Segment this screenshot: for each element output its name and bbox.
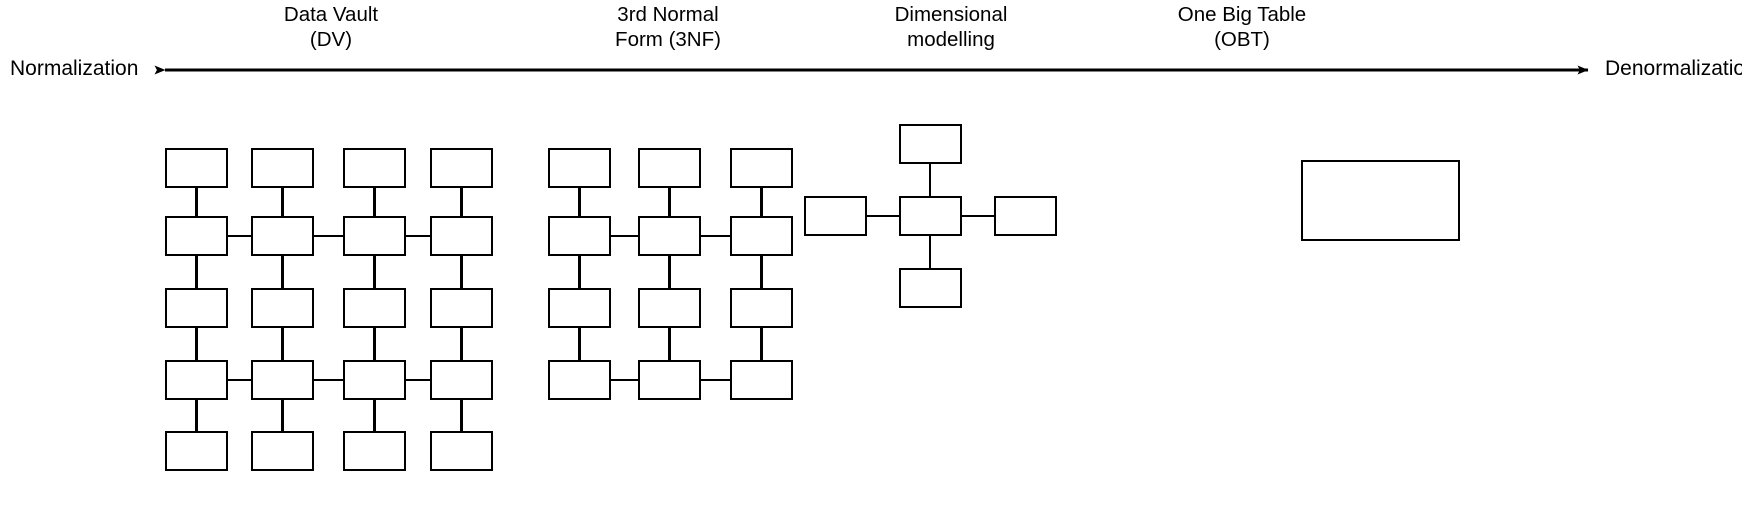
connector-vertical	[373, 328, 376, 360]
connector-horizontal	[701, 378, 730, 382]
table-node	[343, 216, 406, 256]
table-node	[430, 431, 493, 471]
table-node	[548, 148, 611, 188]
connector-vertical	[460, 328, 463, 360]
table-node	[343, 360, 406, 400]
table-node	[165, 148, 228, 188]
connector-horizontal	[406, 378, 430, 382]
table-node	[430, 216, 493, 256]
connector-vertical	[195, 256, 198, 288]
connector-horizontal	[228, 234, 251, 238]
connector-vertical	[281, 400, 284, 431]
table-node	[165, 216, 228, 256]
fact-node-center	[898, 196, 962, 236]
connector-horizontal	[314, 234, 343, 238]
column-header-one-big-table: One Big Table (OBT)	[1177, 3, 1307, 51]
connector-horizontal	[228, 378, 251, 382]
column-header-third-normal-form: 3rd Normal Form (3NF)	[615, 3, 721, 51]
connector-vertical	[460, 256, 463, 288]
dimension-node-top	[898, 124, 962, 164]
table-node	[165, 288, 228, 328]
table-node	[638, 360, 701, 400]
connector-vertical	[373, 188, 376, 216]
table-node	[251, 216, 314, 256]
table-node	[548, 360, 611, 400]
connector-vertical	[578, 256, 581, 288]
connector-vertical	[460, 188, 463, 216]
connector-vertical	[373, 400, 376, 431]
connector-vertical	[668, 188, 671, 216]
connector-vertical	[760, 256, 763, 288]
table-node	[165, 431, 228, 471]
connector-vertical	[281, 188, 284, 216]
connector-vertical	[668, 328, 671, 360]
connector-vertical	[195, 188, 198, 216]
table-node	[638, 148, 701, 188]
dimension-node-left	[803, 196, 867, 236]
table-node	[251, 288, 314, 328]
table-node	[548, 216, 611, 256]
connector-vertical	[195, 328, 198, 360]
table-node	[343, 148, 406, 188]
connector-vertical	[460, 400, 463, 431]
connector-horizontal	[611, 234, 638, 238]
table-node	[638, 288, 701, 328]
dimension-node-bottom	[898, 268, 962, 308]
table-node	[430, 360, 493, 400]
table-node	[730, 288, 793, 328]
one-big-table-node	[1301, 160, 1460, 241]
connector-vertical	[928, 164, 932, 196]
table-node	[730, 360, 793, 400]
axis-label-denormalization: Denormalization	[1605, 57, 1742, 80]
connector-horizontal	[406, 234, 430, 238]
connector-vertical	[281, 256, 284, 288]
connector-vertical	[578, 328, 581, 360]
connector-vertical	[760, 328, 763, 360]
connector-horizontal	[314, 378, 343, 382]
connector-horizontal	[611, 378, 638, 382]
table-node	[165, 360, 228, 400]
table-node	[638, 216, 701, 256]
connector-vertical	[928, 236, 932, 268]
connector-horizontal	[866, 214, 899, 218]
table-node	[548, 288, 611, 328]
connector-vertical	[373, 256, 376, 288]
table-node	[730, 148, 793, 188]
table-node	[730, 216, 793, 256]
table-node	[251, 148, 314, 188]
table-node	[343, 431, 406, 471]
connector-vertical	[578, 188, 581, 216]
table-node	[251, 360, 314, 400]
axis-label-normalization: Normalization	[10, 57, 139, 80]
connector-horizontal	[701, 234, 730, 238]
connector-vertical	[668, 256, 671, 288]
connector-horizontal	[961, 214, 994, 218]
column-header-dimensional-modelling: Dimensional modelling	[894, 3, 1008, 51]
table-node	[251, 431, 314, 471]
connector-vertical	[195, 400, 198, 431]
table-node	[430, 288, 493, 328]
column-header-data-vault: Data Vault (DV)	[283, 3, 379, 51]
connector-vertical	[760, 188, 763, 216]
connector-vertical	[281, 328, 284, 360]
table-node	[430, 148, 493, 188]
table-node	[343, 288, 406, 328]
dimension-node-right	[993, 196, 1057, 236]
